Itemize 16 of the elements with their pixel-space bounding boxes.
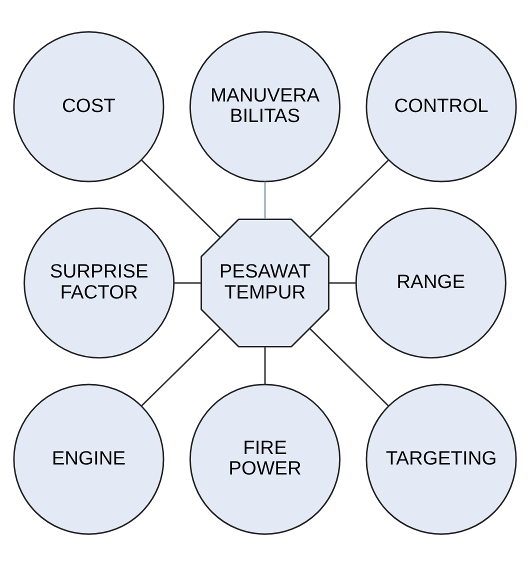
connector: [310, 160, 389, 238]
connector: [141, 328, 221, 406]
node-circle: FIRE POWER: [189, 384, 341, 535]
node-circle: SURPRISE FACTOR: [24, 207, 175, 359]
node-circle: TARGETING: [366, 384, 517, 535]
connector: [264, 347, 266, 384]
node-circle: RANGE: [355, 207, 506, 359]
node-circle: CONTROL: [366, 31, 517, 182]
connector: [264, 182, 266, 219]
connector: [141, 160, 220, 238]
connector: [174, 282, 202, 284]
connector: [329, 282, 356, 284]
node-circle: MANUVERA BILITAS: [189, 31, 341, 182]
node-circle: ENGINE: [13, 384, 164, 535]
node-circle: COST: [13, 31, 164, 182]
connector: [309, 328, 389, 406]
